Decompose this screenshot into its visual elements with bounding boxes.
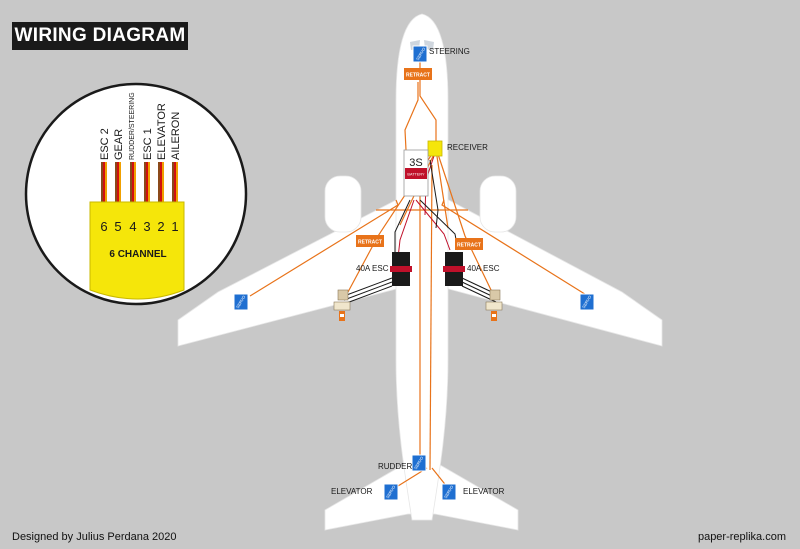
elevator-servo-right: SERVO (441, 483, 457, 501)
elevator-left-label: ELEVATOR (331, 487, 373, 496)
receiver-block (89, 201, 185, 300)
channel-number: 3 (143, 219, 150, 234)
channel-number: 1 (171, 219, 178, 234)
receiver-inset: 6 5 4 3 2 1 6 CHANNEL ESC 2 GEAR RUDDER/… (24, 82, 248, 306)
battery-cells: 3S (409, 157, 422, 169)
battery: 3S BATTERY (403, 149, 429, 197)
diagram-title: WIRING DIAGRAM (12, 22, 188, 50)
channel-wire-6 (101, 162, 107, 202)
retract-text: RETRACT (358, 240, 382, 246)
channel-number: 6 (100, 219, 107, 234)
wire-elevator-trunk (429, 164, 433, 471)
esc-left-label: 40A ESC (356, 264, 389, 273)
elevator-servo-left: SERVO (383, 483, 399, 501)
engine-left (324, 175, 362, 233)
receiver-block-label: 6 CHANNEL (109, 249, 166, 260)
retract-text: RETRACT (406, 73, 430, 79)
elevator-right-label: ELEVATOR (463, 487, 505, 496)
steering-label: STEERING (429, 47, 470, 56)
channel-number: 4 (129, 219, 136, 234)
receiver (427, 140, 443, 157)
wire-right-aileron (441, 199, 589, 297)
servo-text: SERVO (385, 484, 396, 499)
wire-right-retract (435, 147, 493, 293)
servo-text: SERVO (443, 484, 454, 499)
front-retract: RETRACT (404, 68, 432, 80)
engine-right (479, 175, 517, 233)
channel-label: AILERON (170, 112, 182, 160)
retract-text: RETRACT (457, 243, 481, 249)
servo-text: SERVO (415, 46, 426, 61)
channel-number: 2 (157, 219, 164, 234)
aileron-servo-right: SERVO (579, 293, 595, 311)
channel-wires (101, 162, 178, 202)
esc-right-label: 40A ESC (467, 264, 500, 273)
channel-label: ELEVATOR (156, 103, 168, 160)
channel-wire-3 (144, 162, 150, 202)
servo-text: SERVO (581, 294, 592, 309)
channel-wire-1 (172, 162, 178, 202)
battery-text: BATTERY (407, 173, 425, 177)
right-retract: RETRACT (455, 238, 483, 250)
left-retract: RETRACT (356, 235, 384, 247)
motor-left (333, 289, 351, 321)
esc-left (390, 252, 412, 286)
motor-right (485, 289, 503, 321)
channel-label: RUDDER/STEERING (129, 92, 136, 160)
fuselage (395, 13, 449, 521)
designer-credit: Designed by Julius Perdana 2020 (12, 531, 177, 543)
rudder-label: RUDDER (378, 462, 412, 471)
channel-wire-2 (158, 162, 164, 202)
channel-label: GEAR (113, 129, 125, 160)
wire-rx-fan-2 (435, 149, 449, 229)
channel-number: 5 (114, 219, 121, 234)
steering-servo: SERVO (412, 45, 428, 63)
channel-label: ESC 1 (142, 128, 154, 160)
channel-wire-5 (115, 162, 121, 202)
website-link[interactable]: paper-replika.com (697, 531, 786, 543)
aileron-servo-left: SERVO (233, 293, 249, 311)
rudder-servo: SERVO (411, 454, 427, 472)
channel-label: ESC 2 (99, 128, 111, 160)
channel-wire-4 (130, 162, 136, 202)
servo-text: SERVO (235, 294, 246, 309)
servo-text: SERVO (413, 455, 424, 470)
esc-right (443, 252, 465, 286)
receiver-label: RECEIVER (447, 143, 488, 152)
